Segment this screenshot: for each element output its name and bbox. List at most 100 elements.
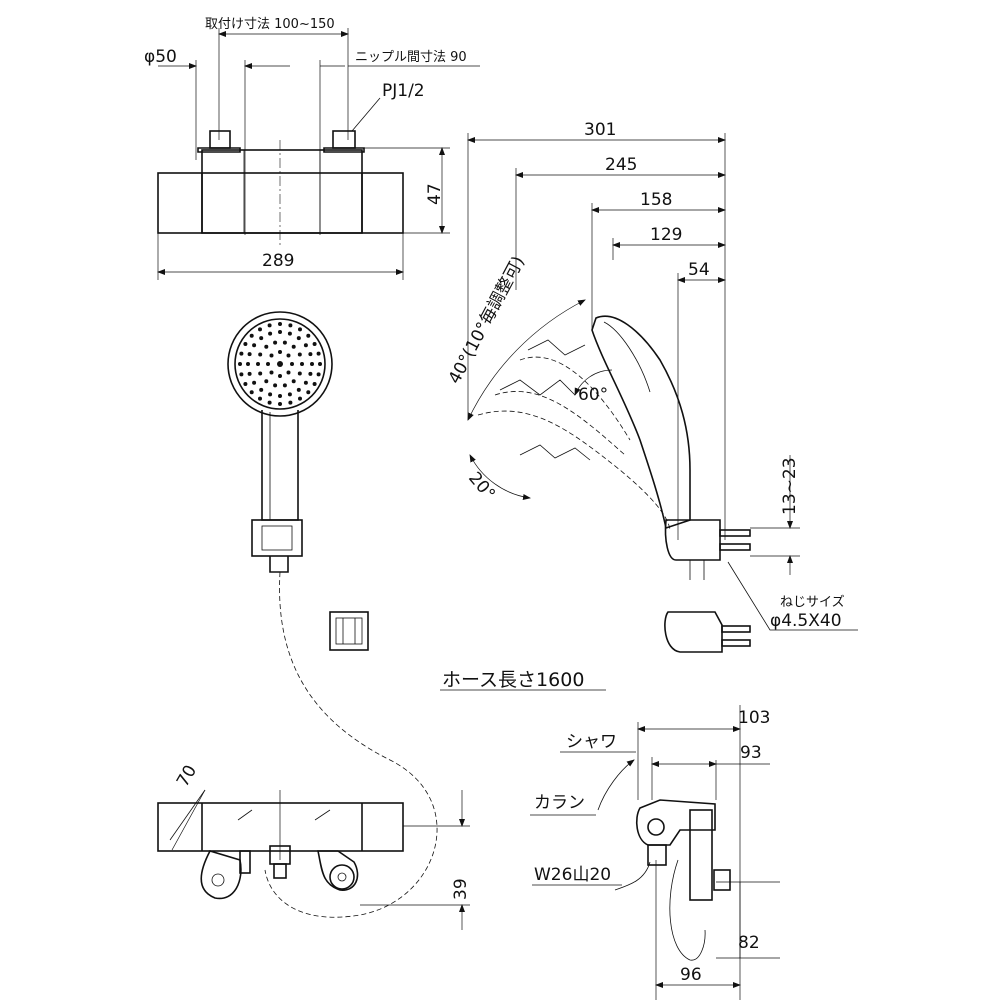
nozzle-dot <box>316 372 321 377</box>
nozzle-dot <box>238 362 242 366</box>
top-mixer-view: 取付け寸法 100~150 ニップル間寸法 90 φ50 PJ1/2 47 28… <box>144 17 480 280</box>
nozzle-dot <box>246 362 250 366</box>
nozzle-dot <box>312 382 317 386</box>
nozzle-dot <box>300 362 304 366</box>
dim-82-label: 82 <box>738 933 760 953</box>
nozzle-dot <box>266 362 270 366</box>
nozzle-dot <box>288 323 293 328</box>
nozzle-pattern <box>238 322 322 406</box>
nozzle-dot <box>278 394 282 398</box>
dim-129-label: 129 <box>650 225 682 245</box>
nozzle-dot <box>312 342 317 346</box>
angle-60-label: 60° <box>578 385 608 405</box>
nozzle-dot <box>287 331 292 336</box>
nozzle-dot <box>267 400 272 405</box>
width-289-label: 289 <box>262 251 294 271</box>
nozzle-dot <box>308 352 313 357</box>
nozzle-dot <box>264 379 269 384</box>
nozzle-dot <box>278 402 282 406</box>
nozzle-dot <box>258 396 262 401</box>
nozzle-dot <box>278 322 282 326</box>
nozzle-dot <box>273 383 278 388</box>
thread-w26-label: W26山20 <box>534 865 611 885</box>
shower-label: シャワ <box>566 732 617 752</box>
nozzle-dot <box>287 392 292 397</box>
screw-label: ねじサイズ <box>780 594 845 610</box>
nozzle-dot <box>290 362 294 366</box>
angle-20-label: 20° <box>464 468 499 504</box>
nozzle-dot <box>259 336 264 341</box>
range-13-23-label: 13~23 <box>780 457 800 515</box>
nozzle-dot <box>258 352 263 357</box>
hose-length-label: ホース長さ1600 <box>442 669 584 691</box>
nozzle-dot <box>278 330 282 334</box>
nozzle-dot <box>264 344 269 349</box>
nozzle-dot <box>286 353 291 358</box>
nozzle-dot <box>296 336 301 341</box>
nozzle-dot <box>298 396 302 401</box>
nozzle-dot <box>303 343 308 348</box>
dim-39-label: 39 <box>451 878 471 900</box>
mixer-side-view: 103 93 シャワ カラン W26山20 82 96 <box>530 705 780 1000</box>
nipple-dim-label: ニップル間寸法 90 <box>355 50 467 65</box>
nozzle-dot <box>277 361 283 367</box>
screw-size-label: φ4.5X40 <box>770 611 842 631</box>
thread-label: PJ1/2 <box>382 81 425 101</box>
nozzle-dot <box>247 371 252 376</box>
nozzle-dot <box>243 382 248 386</box>
nozzle-dot <box>268 331 273 336</box>
nozzle-dot <box>303 380 308 385</box>
dim-93-label: 93 <box>740 743 762 763</box>
nozzle-dot <box>286 370 291 375</box>
dim-96-label: 96 <box>680 965 702 985</box>
nozzle-dot <box>316 351 321 356</box>
nozzle-dot <box>318 362 322 366</box>
nozzle-dot <box>297 352 302 357</box>
nozzle-dot <box>306 333 311 338</box>
shower-head-front <box>227 311 438 918</box>
nozzle-dot <box>269 370 274 375</box>
nozzle-dot <box>269 353 274 358</box>
nozzle-dot <box>252 380 257 385</box>
nozzle-dot <box>291 344 296 349</box>
mixer-bottom-view: 70 39 <box>157 762 471 930</box>
dim-54-label: 54 <box>688 260 710 280</box>
nozzle-dot <box>291 379 296 384</box>
angle-40-label: 40°(10°毎調整可) <box>445 253 529 387</box>
nozzle-dot <box>282 340 287 345</box>
nozzle-dot <box>256 362 260 366</box>
height-47-label: 47 <box>425 183 445 205</box>
faucet-label: カラン <box>534 793 585 813</box>
nozzle-dot <box>297 371 302 376</box>
nozzle-dot <box>308 371 313 376</box>
nozzle-dot <box>273 340 278 345</box>
dim-70-label: 70 <box>173 762 201 791</box>
nozzle-dot <box>282 383 287 388</box>
nozzle-dot <box>239 351 244 356</box>
dim-158-label: 158 <box>640 190 672 210</box>
nozzle-dot <box>258 327 262 332</box>
nozzle-dot <box>267 323 272 328</box>
nozzle-dot <box>239 372 244 377</box>
dim-245-label: 245 <box>605 155 637 175</box>
holder-clip <box>329 611 369 651</box>
nozzle-dot <box>306 390 311 395</box>
nozzle-dot <box>278 350 282 354</box>
nozzle-dot <box>298 327 302 332</box>
nozzle-dot <box>243 342 248 346</box>
nozzle-dot <box>278 374 282 378</box>
pipe-dia-label: φ50 <box>144 47 177 67</box>
dim-301-label: 301 <box>584 120 616 140</box>
nozzle-dot <box>258 371 263 376</box>
nozzle-dot <box>288 400 293 405</box>
nozzle-dot <box>310 362 314 366</box>
nozzle-dot <box>247 352 252 357</box>
nozzle-dot <box>259 387 264 392</box>
nozzle-dot <box>249 333 254 338</box>
nozzle-dot <box>249 390 254 395</box>
mount-dim-label: 取付け寸法 100~150 <box>205 17 335 32</box>
nozzle-dot <box>296 387 301 392</box>
nozzle-dot <box>252 343 257 348</box>
side-view: 301 245 158 129 54 13~23 ねじサイズ φ <box>440 120 858 691</box>
